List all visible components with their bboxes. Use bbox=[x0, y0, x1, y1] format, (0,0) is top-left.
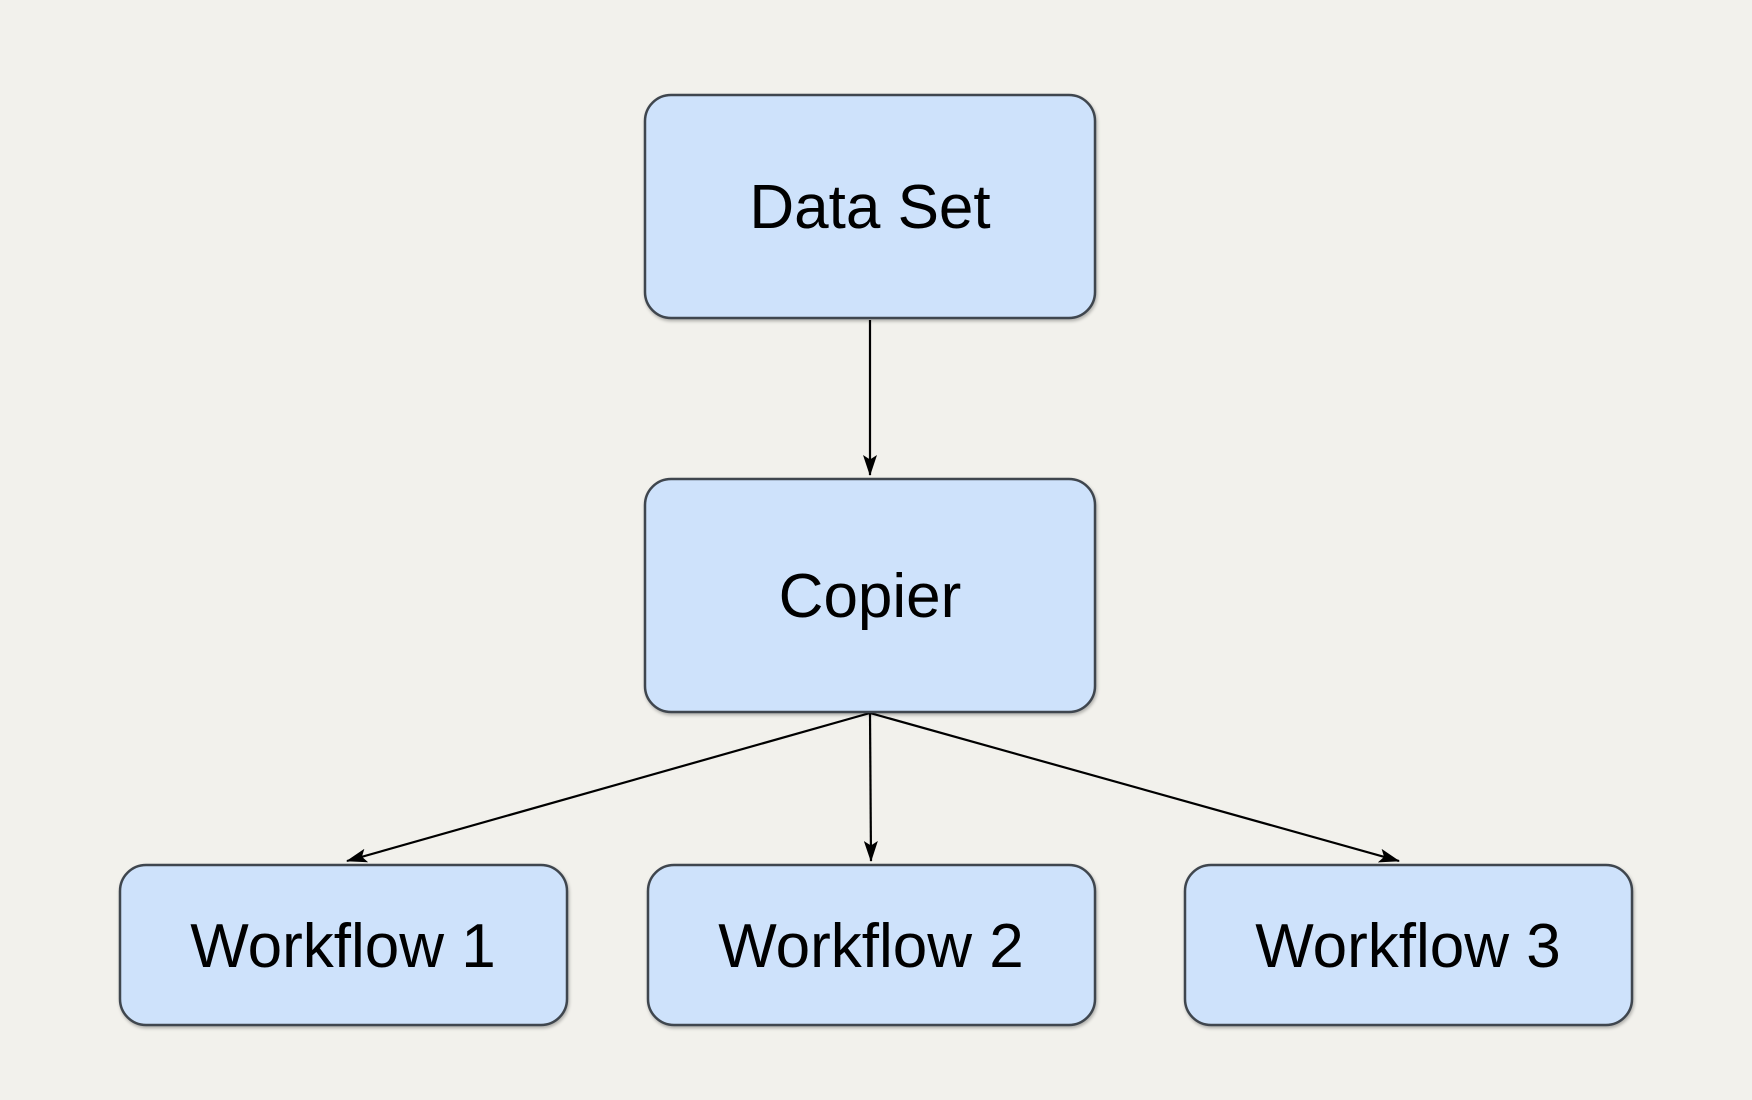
node-data-set[interactable]: Data Set bbox=[643, 93, 1097, 320]
node-workflow-1-box[interactable] bbox=[118, 863, 569, 1027]
node-workflow-2-label: Workflow 2 bbox=[718, 912, 1024, 981]
node-copier-box[interactable] bbox=[643, 477, 1097, 714]
node-workflow-1-label: Workflow 1 bbox=[190, 912, 496, 981]
node-workflow-2[interactable]: Workflow 2 bbox=[646, 863, 1097, 1027]
node-workflow-1[interactable]: Workflow 1 bbox=[118, 863, 569, 1027]
node-data-set-label: Data Set bbox=[749, 173, 990, 242]
node-copier[interactable]: Copier bbox=[643, 477, 1097, 714]
node-workflow-3[interactable]: Workflow 3 bbox=[1183, 863, 1634, 1027]
node-data-set-box[interactable] bbox=[643, 93, 1097, 320]
node-workflow-3-box[interactable] bbox=[1183, 863, 1634, 1027]
node-workflow-2-box[interactable] bbox=[646, 863, 1097, 1027]
node-copier-label: Copier bbox=[779, 562, 962, 631]
edge-copier-workflow3 bbox=[869, 711, 1400, 863]
node-workflow-3-label: Workflow 3 bbox=[1255, 912, 1561, 981]
edge-copier-workflow2 bbox=[863, 712, 878, 862]
edge-copier-workflow1 bbox=[346, 711, 871, 863]
